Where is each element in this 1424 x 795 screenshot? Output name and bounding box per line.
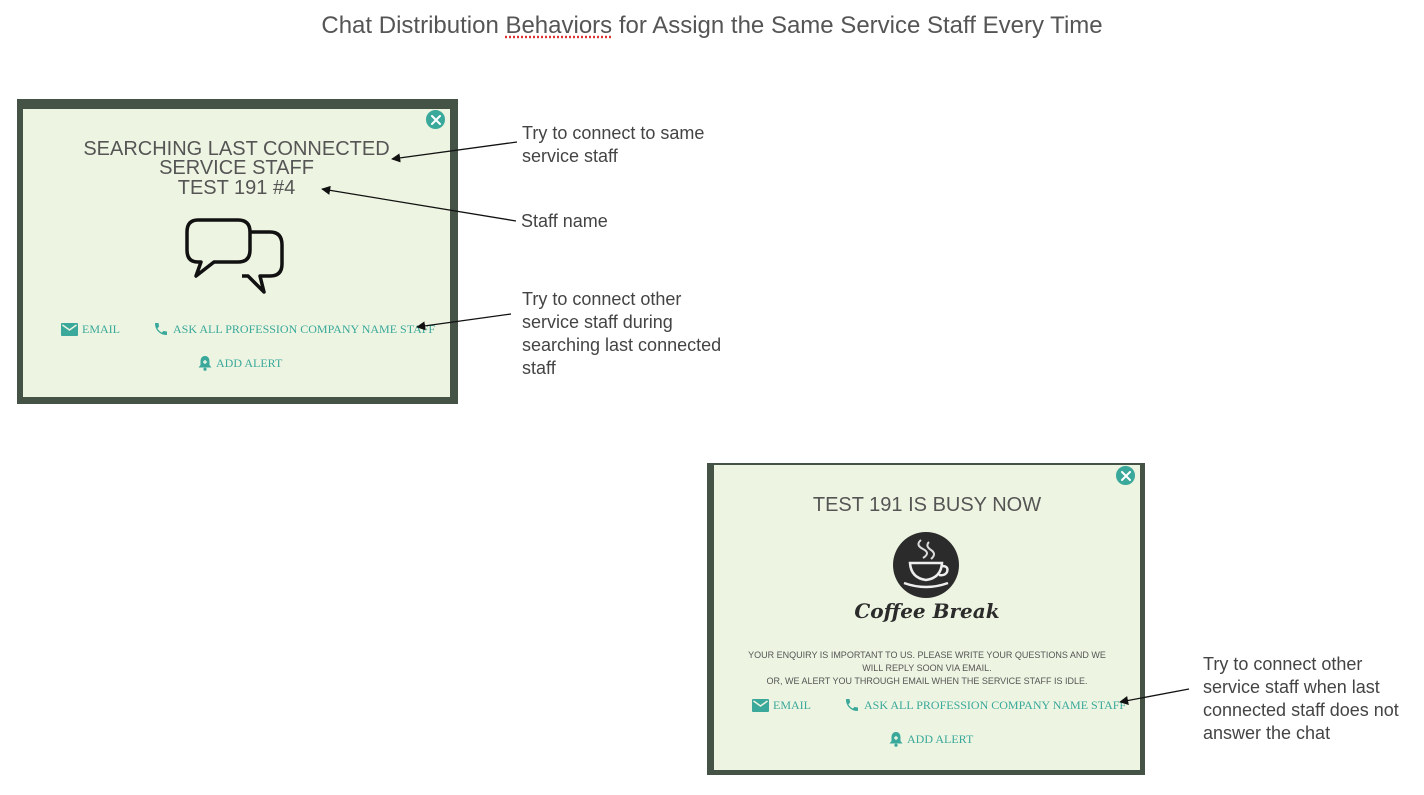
enquiry-message-2: WILL REPLY SOON VIA EMAIL. [862,663,992,673]
annotation-same-staff: Try to connect to same service staff [522,122,704,168]
page-title: Chat Distribution Behaviors for Assign t… [0,12,1424,40]
email-label: EMAIL [82,322,120,336]
searching-popup: SEARCHING LAST CONNECTED SERVICE STAFF T… [17,99,458,404]
bell-icon [889,732,903,747]
close-icon [430,114,441,125]
phone-icon [155,323,167,335]
ask-staff-label: ASK ALL PROFESSION COMPANY NAME STAFF [173,321,436,336]
title-part-3: for Assign the Same Service Staff Every … [612,12,1103,39]
ask-staff-link[interactable]: ASK ALL PROFESSION COMPANY NAME STAFF [844,697,1126,713]
busy-popup-body: TEST 191 IS BUSY NOW Coffee Break YOUR E… [714,465,1140,770]
phone-icon [846,699,858,711]
ask-staff-label: ASK ALL PROFESSION COMPANY NAME STAFF [864,697,1127,712]
enquiry-message: YOUR ENQUIRY IS IMPORTANT TO US. PLEASE … [748,650,1106,660]
email-link[interactable]: EMAIL [752,698,811,713]
annotation-line: Staff name [521,211,608,231]
busy-heading: TEST 191 IS BUSY NOW [812,494,1042,516]
busy-popup: TEST 191 IS BUSY NOW Coffee Break YOUR E… [707,463,1145,775]
annotation-line: service staff during [522,312,673,332]
add-alert-label: ADD ALERT [216,355,283,370]
annotation-line: connected staff does not [1203,700,1399,720]
annotation-other-staff: Try to connect other service staff durin… [522,288,721,380]
enquiry-message-3: OR, WE ALERT YOU THROUGH EMAIL WHEN THE … [766,676,1088,686]
add-alert-link[interactable]: ADD ALERT [889,731,973,747]
annotation-line: searching last connected [522,335,722,355]
staff-name: TEST 191 #4 [177,177,296,199]
arrow-other-staff [416,313,512,331]
annotation-line: staff [522,358,556,378]
arrow-staff-name [321,185,517,222]
searching-popup-body: SEARCHING LAST CONNECTED SERVICE STAFF T… [23,109,450,397]
annotation-line: answer the chat [1203,723,1331,743]
title-part-2: Behaviors [505,12,613,39]
close-button[interactable] [425,109,446,130]
annotation-busy: Try to connect other service staff when … [1203,653,1399,745]
close-button[interactable] [1115,465,1136,486]
mail-icon [752,699,769,712]
close-icon [1120,470,1131,481]
annotation-line: service staff [522,146,618,166]
title-part-1: Chat Distribution [321,12,506,39]
arrow-same-staff [391,141,518,163]
coffee-cup-icon [893,532,959,598]
mail-icon [61,323,78,336]
annotation-staff-name: Staff name [521,210,608,233]
bell-icon [198,356,212,371]
add-alert-link[interactable]: ADD ALERT [198,355,282,371]
searching-heading-2: SERVICE STAFF [159,157,314,179]
chat-bubbles-icon [185,218,284,294]
annotation-line: Try to connect other [522,289,682,309]
annotation-line: Try to connect to same [522,123,705,143]
coffee-break-label: Coffee Break [854,599,1000,623]
ask-staff-link[interactable]: ASK ALL PROFESSION COMPANY NAME STAFF [153,321,435,337]
email-link[interactable]: EMAIL [61,322,120,337]
email-label: EMAIL [773,698,811,712]
add-alert-label: ADD ALERT [907,731,974,746]
annotation-line: Try to connect other [1203,654,1363,674]
annotation-line: service staff when last [1203,677,1380,697]
arrow-busy [1119,688,1190,705]
searching-heading: SEARCHING LAST CONNECTED [83,138,390,160]
